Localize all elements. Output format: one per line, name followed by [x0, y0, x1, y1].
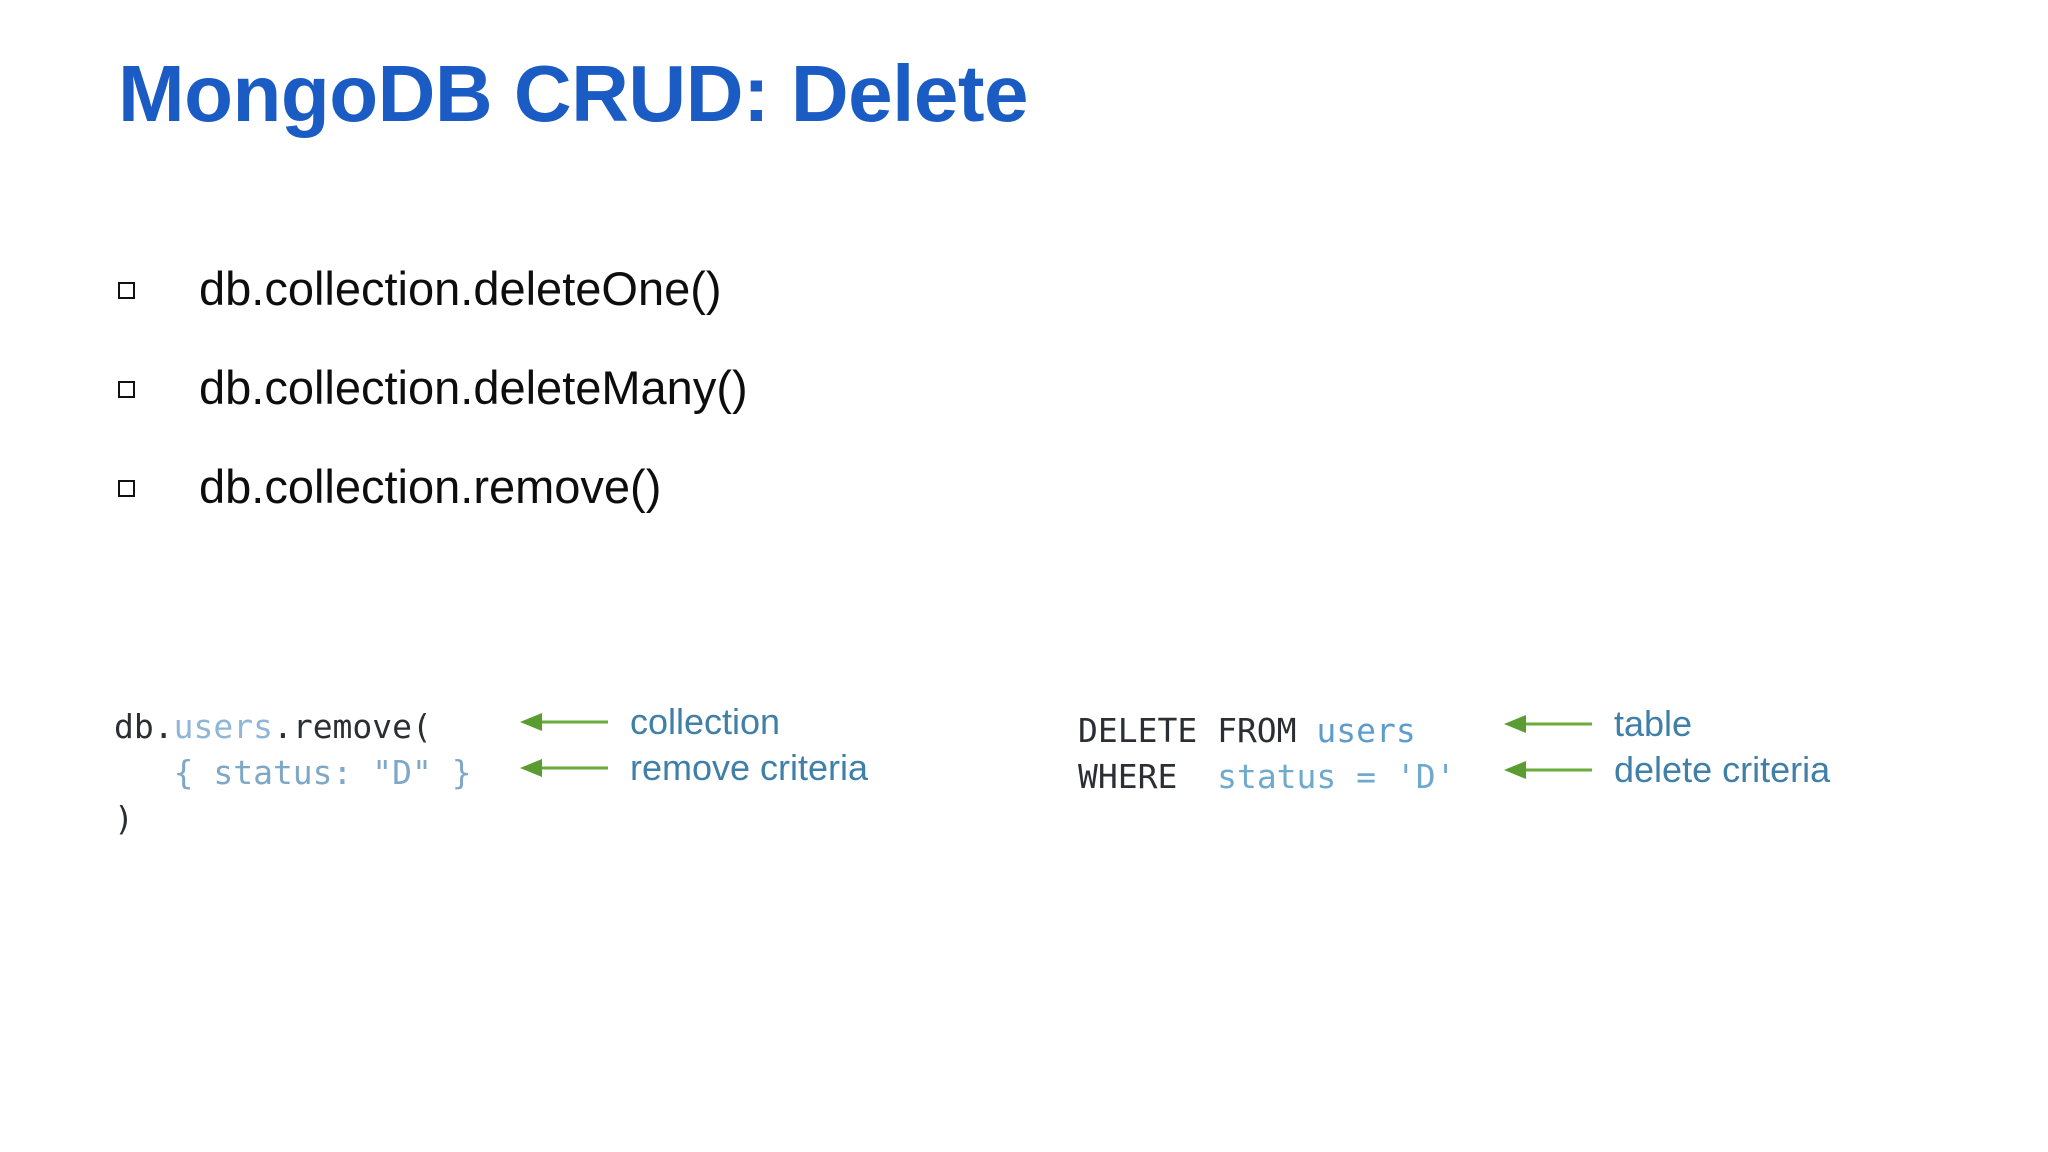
- mongodb-code-snippet: db.users.remove( { status: "D" } ): [114, 704, 472, 842]
- left-arrow-icon: [520, 759, 608, 777]
- sql-line2-expression: status = 'D': [1217, 757, 1456, 796]
- hollow-square-bullet-icon: [118, 277, 140, 303]
- list-item: db.collection.deleteOne(): [118, 265, 1218, 364]
- sql-line1-table: users: [1316, 711, 1416, 750]
- left-arrow-icon: [1504, 715, 1592, 733]
- mongo-line1-suffix: .remove(: [272, 707, 432, 746]
- annotation-remove-criteria: remove criteria: [516, 748, 868, 788]
- annotation-collection: collection: [516, 702, 780, 742]
- page-title: MongoDB CRUD: Delete: [118, 49, 1028, 138]
- list-item-label: db.collection.deleteOne(): [199, 262, 722, 315]
- annotation-label: table: [1614, 703, 1693, 744]
- bullet-list: db.collection.deleteOne() db.collection.…: [118, 265, 1218, 562]
- sql-code-snippet: DELETE FROM users WHERE status = 'D': [1078, 708, 1456, 800]
- sql-line2-keyword: WHERE: [1078, 757, 1218, 796]
- mongo-line3: ): [114, 799, 134, 838]
- mongo-line1-collection: users: [173, 707, 273, 746]
- hollow-square-bullet-icon: [118, 475, 140, 501]
- list-item: db.collection.deleteMany(): [118, 364, 1218, 463]
- hollow-square-bullet-icon: [118, 376, 140, 402]
- list-item: db.collection.remove(): [118, 463, 1218, 562]
- list-item-label: db.collection.remove(): [199, 460, 662, 513]
- mongo-line2: { status: "D" }: [114, 753, 472, 792]
- annotation-label: collection: [630, 701, 781, 742]
- list-item-label: db.collection.deleteMany(): [199, 361, 748, 414]
- left-arrow-icon: [520, 713, 608, 731]
- annotation-table: table: [1500, 704, 1692, 744]
- mongo-line1-prefix: db.: [114, 707, 174, 746]
- annotation-label: remove criteria: [630, 747, 869, 788]
- annotation-delete-criteria: delete criteria: [1500, 750, 1830, 790]
- code-comparison-figure: db.users.remove( { status: "D" } ) DELET…: [0, 660, 2048, 920]
- left-arrow-icon: [1504, 761, 1592, 779]
- annotation-label: delete criteria: [1614, 749, 1831, 790]
- sql-line1-keyword: DELETE FROM: [1078, 711, 1317, 750]
